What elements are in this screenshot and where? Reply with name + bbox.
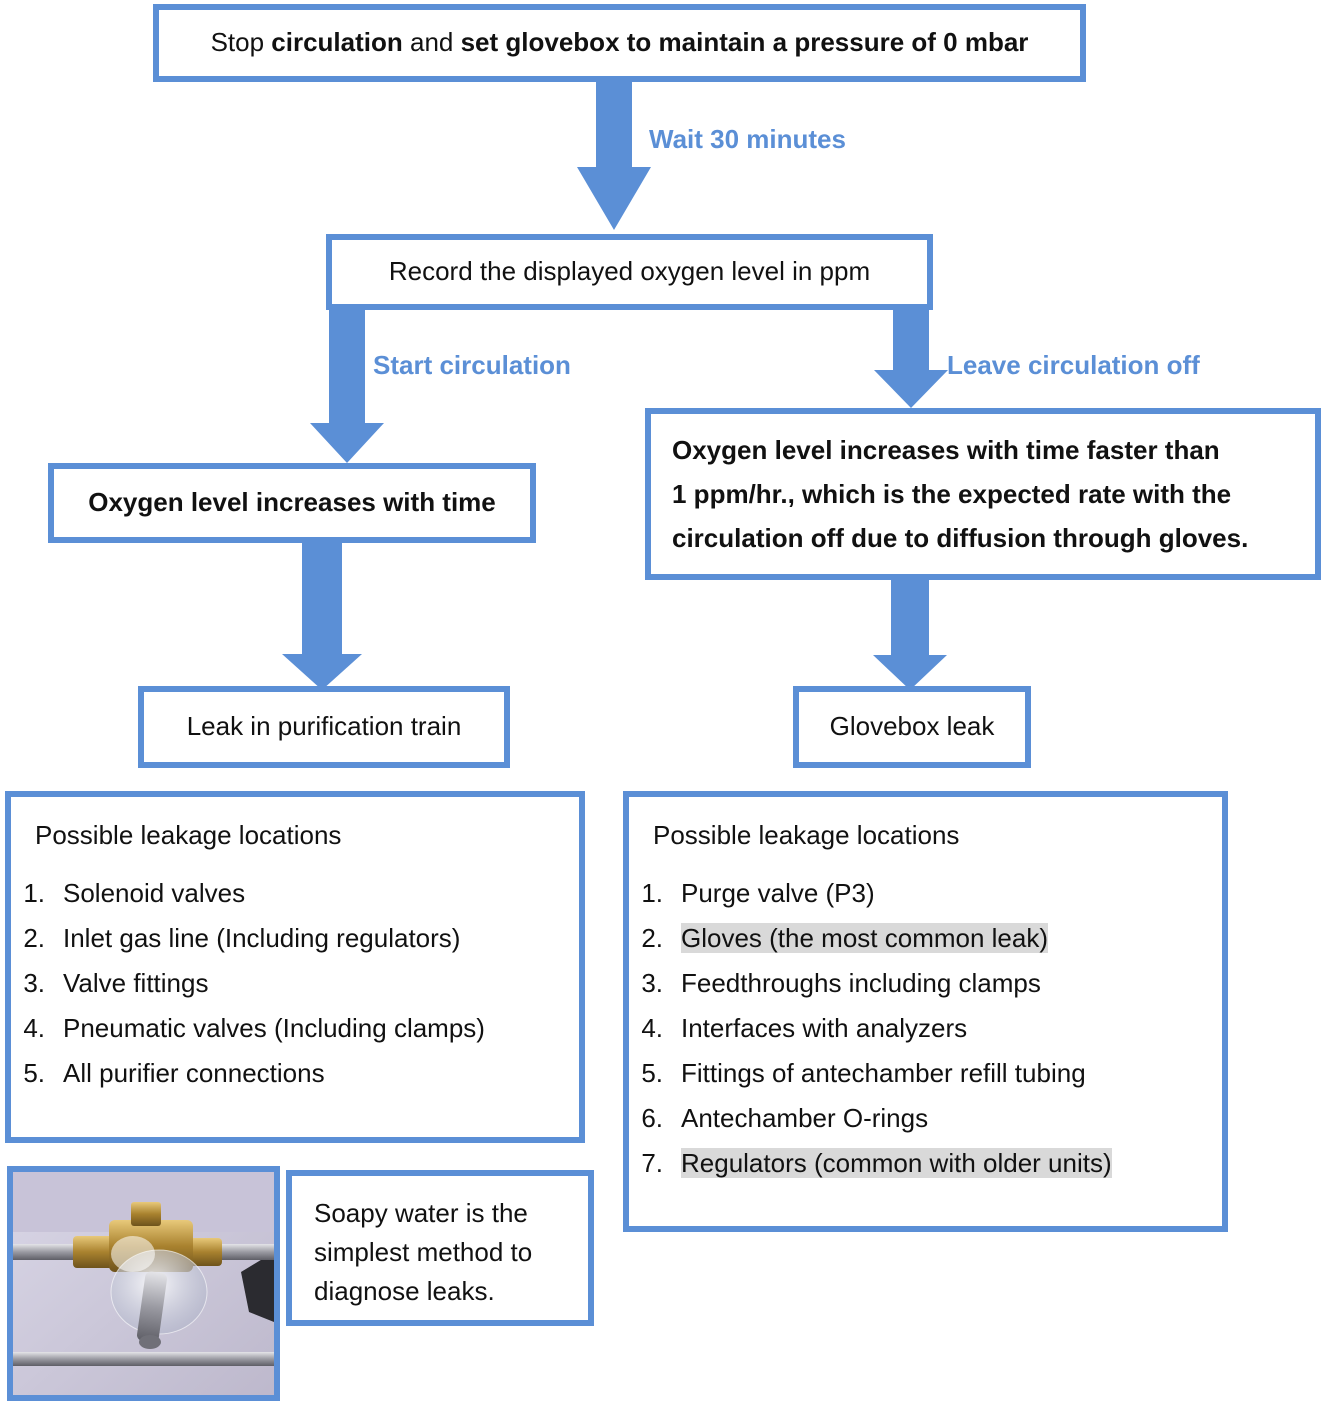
- list-item: 1.Solenoid valves: [23, 878, 246, 908]
- oxygen-increase-left-text: Oxygen level increases with time: [88, 487, 496, 518]
- oxygen-increase-right-line-3: circulation off due to diffusion through…: [672, 523, 1249, 553]
- leave-circulation-off-label: Leave circulation off: [947, 350, 1200, 380]
- oxygen-increase-right-line-2: 1 ppm/hr., which is the expected rate wi…: [672, 479, 1232, 509]
- start-circulation-label: Start circulation: [373, 350, 571, 380]
- list-item: 5.All purifier connections: [23, 1058, 325, 1088]
- list-item: 4.Pneumatic valves (Including clamps): [23, 1013, 485, 1043]
- arrow-wait: [577, 82, 651, 230]
- list-item: 3.Valve fittings: [23, 968, 209, 998]
- list-item: 1.Purge valve (P3): [641, 878, 875, 908]
- soapy-water-line-3: diagnose leaks.: [314, 1276, 495, 1306]
- valve-fitting-illustration: [13, 1172, 274, 1395]
- record-oxygen-box: Record the displayed oxygen level in ppm: [326, 234, 933, 310]
- right-leakage-locations-title: Possible leakage locations: [653, 820, 960, 850]
- stop-circulation-text: Stop circulation and set glovebox to mai…: [210, 27, 1029, 58]
- right-leakage-locations-box: Possible leakage locations 1.Purge valve…: [623, 791, 1228, 1232]
- list-item: 3.Feedthroughs including clamps: [641, 968, 1041, 998]
- arrow-to-purification-leak: [282, 543, 362, 690]
- list-item: 6.Antechamber O-rings: [641, 1103, 929, 1133]
- list-item: 5.Fittings of antechamber refill tubing: [641, 1058, 1086, 1088]
- oxygen-increase-left-box: Oxygen level increases with time: [48, 463, 536, 543]
- purification-leak-text: Leak in purification train: [186, 711, 462, 742]
- left-leakage-locations-box: Possible leakage locations 1.Solenoid va…: [5, 791, 585, 1143]
- arrow-to-glovebox-leak: [873, 578, 947, 690]
- glovebox-leak-box: Glovebox leak: [793, 686, 1031, 768]
- right-leakage-list: 1.Purge valve (P3) 2.Gloves (the most co…: [607, 871, 1222, 1186]
- record-oxygen-text: Record the displayed oxygen level in ppm: [388, 256, 871, 287]
- left-leakage-list: 1.Solenoid valves 2.Inlet gas line (Incl…: [0, 871, 579, 1096]
- soapy-water-line-1: Soapy water is the: [314, 1198, 528, 1228]
- list-item: 2.Gloves (the most common leak): [641, 923, 1049, 953]
- stop-circulation-box: Stop circulation and set glovebox to mai…: [153, 4, 1086, 82]
- arrow-leave-circulation: [874, 310, 948, 408]
- purification-leak-box: Leak in purification train: [138, 686, 510, 768]
- soapy-water-line-2: simplest method to: [314, 1237, 533, 1267]
- glovebox-leak-text: Glovebox leak: [829, 711, 995, 742]
- list-item: 4.Interfaces with analyzers: [641, 1013, 968, 1043]
- list-item: 2.Inlet gas line (Including regulators): [23, 923, 461, 953]
- soapy-water-photo: [7, 1166, 280, 1401]
- oxygen-increase-right-box: Oxygen level increases with time faster …: [645, 408, 1321, 580]
- list-item: 7.Regulators (common with older units): [641, 1148, 1112, 1178]
- left-leakage-locations-title: Possible leakage locations: [35, 820, 342, 850]
- oxygen-increase-right-line-1: Oxygen level increases with time faster …: [672, 435, 1220, 465]
- wait-label: Wait 30 minutes: [649, 124, 846, 154]
- arrow-start-circulation: [310, 310, 384, 463]
- soapy-water-note-box: Soapy water is the simplest method to di…: [286, 1170, 594, 1326]
